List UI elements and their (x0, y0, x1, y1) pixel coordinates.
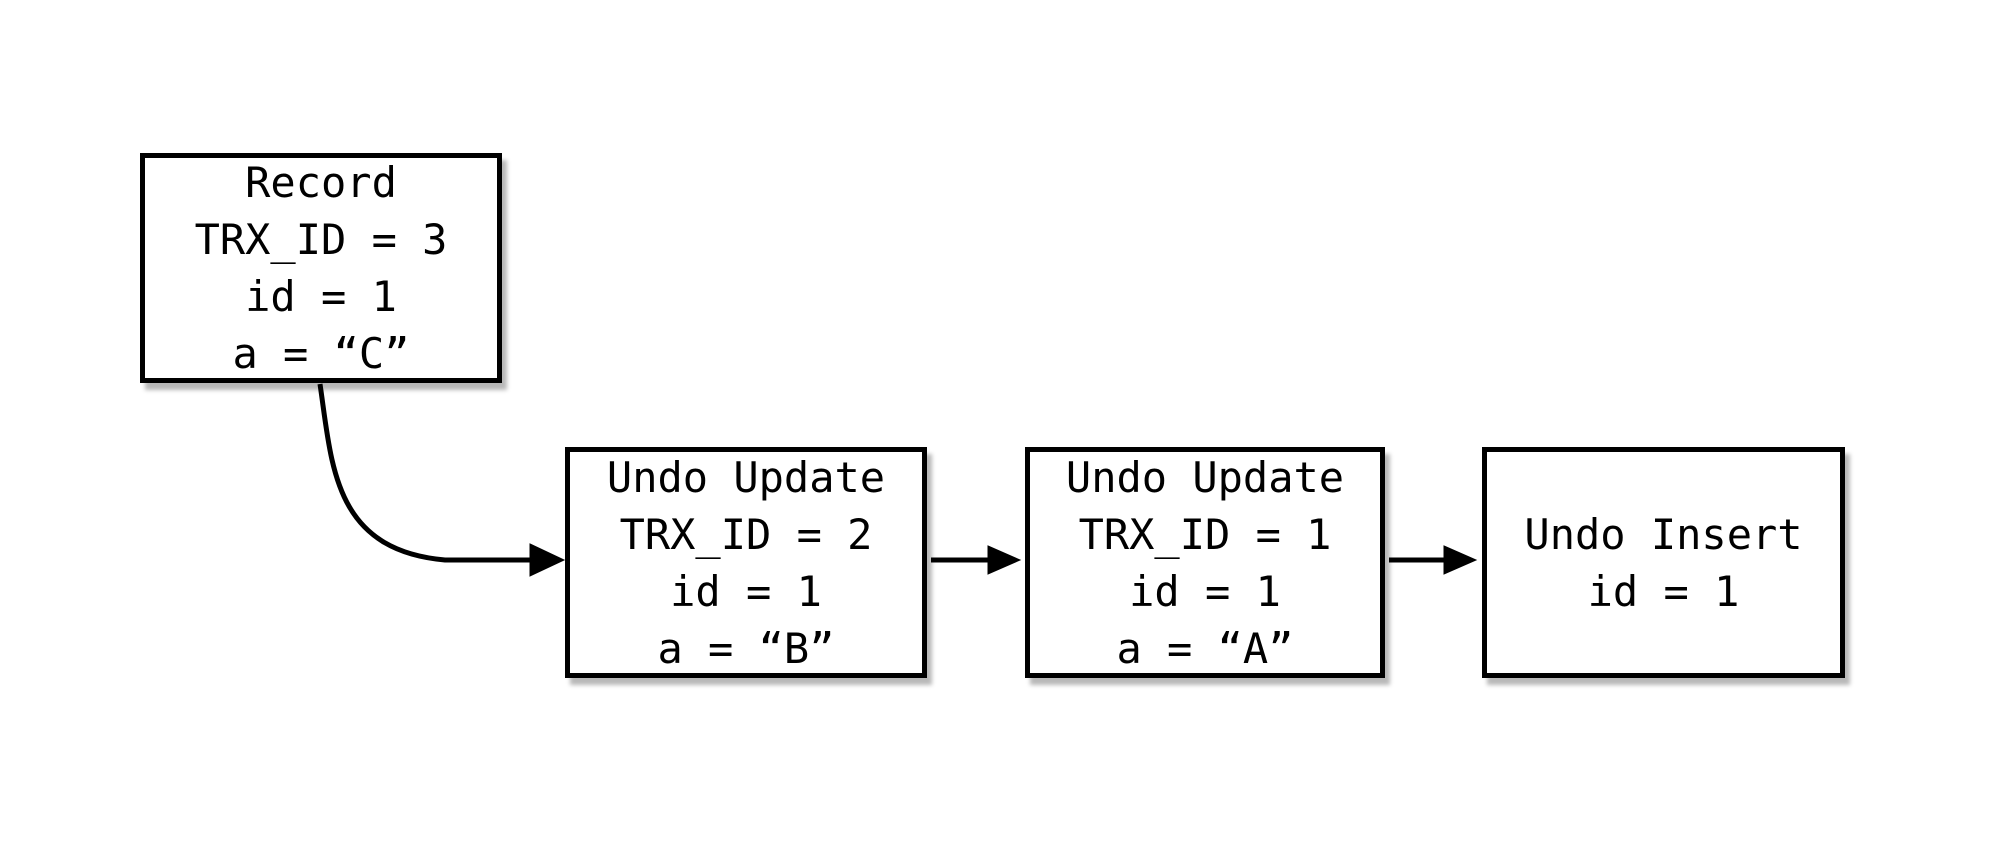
record-node-id: id = 1 (245, 272, 397, 321)
undo-update-1-trx-id: TRX_ID = 1 (1078, 509, 1332, 559)
undo-update-2-trx-id: TRX_ID = 2 (619, 509, 873, 559)
undo-update-2-a-value: a = “B” (657, 623, 835, 673)
undo-update-1-id: id = 1 (1129, 566, 1281, 616)
undo-insert-node: Undo Insert id = 1 (1482, 447, 1845, 678)
record-node-title: Record (245, 158, 397, 207)
undo-insert-id: id = 1 (1587, 566, 1740, 616)
undo-update-2-title: Undo Update (606, 452, 886, 502)
undo-update-2-id: id = 1 (670, 566, 822, 616)
record-node: Record TRX_ID = 3 id = 1 a = “C” (140, 153, 502, 383)
record-to-undo-update-2-arrow (317, 383, 566, 577)
undo-update-2-to-undo-update-1-arrow (931, 545, 1022, 575)
record-node-trx-id: TRX_ID = 3 (194, 215, 448, 264)
undo-update-1-a-value: a = “A” (1116, 623, 1294, 673)
undo-update-1-to-undo-insert-arrow (1389, 545, 1478, 575)
undo-update-trx-2-node: Undo Update TRX_ID = 2 id = 1 a = “B” (565, 447, 927, 678)
undo-update-1-title: Undo Update (1065, 452, 1345, 502)
record-node-a-value: a = “C” (232, 329, 410, 378)
undo-update-trx-1-node: Undo Update TRX_ID = 1 id = 1 a = “A” (1025, 447, 1385, 678)
undo-insert-title: Undo Insert (1524, 509, 1803, 559)
